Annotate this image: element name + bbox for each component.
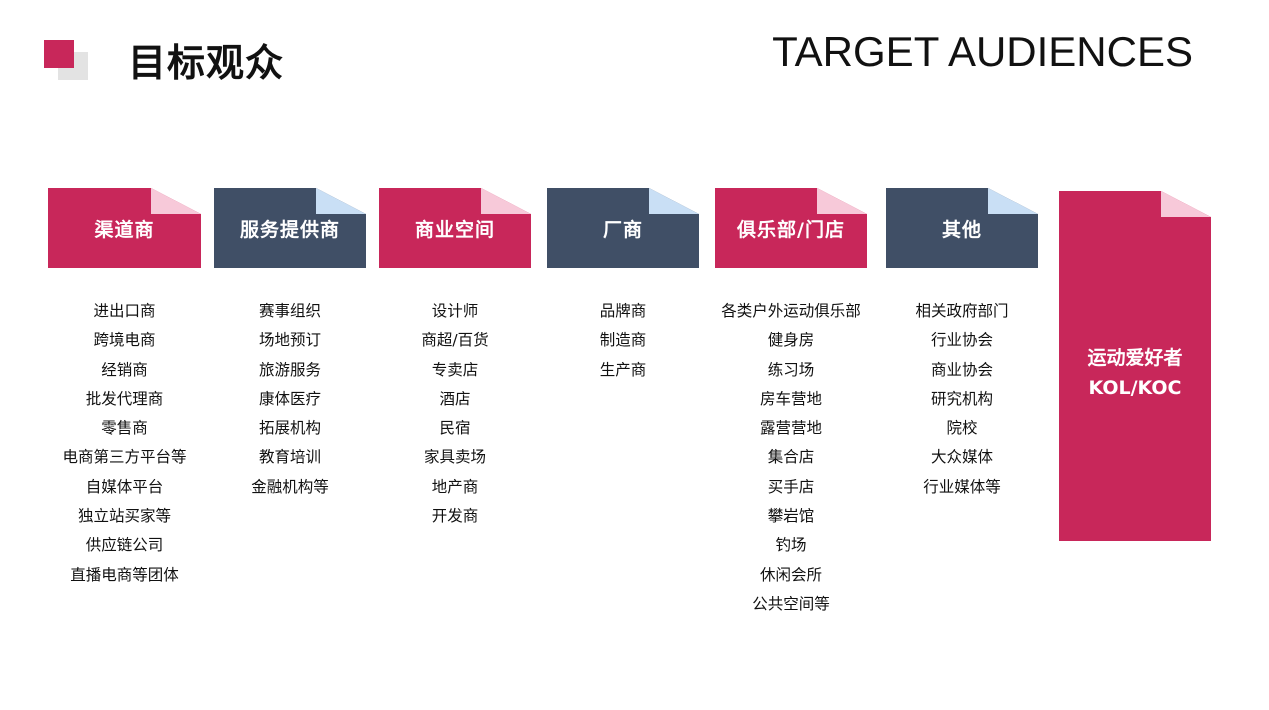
category-list: 各类户外运动俱乐部 健身房 练习场 房车营地 露营营地 集合店 买手店 攀岩馆 … [715, 297, 867, 619]
list-item: 进出口商 [93, 302, 156, 320]
category-tab-other: 其他 [886, 188, 1038, 268]
list-item: 设计师 [431, 302, 479, 320]
category-title: 俱乐部/门店 [737, 218, 845, 241]
column-commercial-space: 商业空间 设计师 商超/百货 专卖店 酒店 民宿 家具卖场 地产商 开发商 [379, 188, 531, 531]
list-item: 集合店 [767, 448, 815, 467]
category-tab-commercial-space: 商业空间 [379, 188, 531, 268]
category-list: 设计师 商超/百货 专卖店 酒店 民宿 家具卖场 地产商 开发商 [379, 297, 531, 531]
category-title: 厂商 [602, 218, 643, 241]
list-item: 行业协会 [930, 331, 993, 350]
highlight-line-2: KOL/KOC [1088, 377, 1182, 399]
category-list: 赛事组织 场地预订 旅游服务 康体医疗 拓展机构 教育培训 金融机构等 [214, 297, 366, 502]
list-item: 康体医疗 [258, 389, 321, 408]
column-club-store: 俱乐部/门店 各类户外运动俱乐部 健身房 练习场 房车营地 露营营地 集合店 买… [715, 188, 867, 619]
list-item: 行业媒体等 [923, 477, 1001, 496]
column-channel: 渠道商 进出口商 跨境电商 经销商 批发代理商 零售商 电商第三方平台等 自媒体… [48, 188, 201, 590]
list-item: 开发商 [431, 507, 479, 526]
list-item: 场地预订 [258, 331, 321, 350]
list-item: 各类户外运动俱乐部 [721, 302, 861, 320]
list-item: 品牌商 [599, 302, 647, 320]
list-item: 公共空间等 [752, 594, 830, 613]
list-item: 赛事组织 [258, 302, 321, 320]
list-item: 专卖店 [431, 360, 479, 379]
list-item: 旅游服务 [258, 360, 321, 379]
category-title: 渠道商 [94, 218, 155, 241]
list-item: 相关政府部门 [915, 302, 1009, 320]
category-tab-manufacturer: 厂商 [547, 188, 699, 268]
folded-corner-icon [316, 188, 366, 214]
list-item: 教育培训 [258, 448, 321, 467]
logo-square-pink [44, 40, 74, 68]
list-item: 酒店 [439, 389, 471, 408]
list-item: 直播电商等团体 [70, 565, 179, 584]
list-item: 地产商 [431, 477, 479, 496]
list-item: 露营营地 [759, 419, 822, 438]
category-list: 品牌商 制造商 生产商 [547, 297, 699, 385]
category-title: 服务提供商 [239, 218, 340, 241]
list-item: 练习场 [767, 360, 815, 379]
folded-corner-icon [481, 188, 531, 214]
column-service: 服务提供商 赛事组织 场地预订 旅游服务 康体医疗 拓展机构 教育培训 金融机构… [214, 188, 366, 502]
category-list: 进出口商 跨境电商 经销商 批发代理商 零售商 电商第三方平台等 自媒体平台 独… [48, 297, 201, 590]
column-manufacturer: 厂商 品牌商 制造商 生产商 [547, 188, 699, 385]
category-title: 其他 [941, 218, 982, 241]
page-title-english: TARGET AUDIENCES [772, 28, 1193, 75]
category-tab-club-store: 俱乐部/门店 [715, 188, 867, 268]
list-item: 商超/百货 [421, 331, 489, 350]
list-item: 商业协会 [930, 360, 993, 379]
list-item: 跨境电商 [93, 331, 156, 350]
category-tab-channel: 渠道商 [48, 188, 201, 268]
list-item: 批发代理商 [85, 389, 164, 408]
list-item: 健身房 [767, 331, 815, 350]
list-item: 研究机构 [930, 389, 993, 408]
highlight-card-sports-enthusiasts: 运动爱好者 KOL/KOC [1059, 191, 1211, 541]
list-item: 拓展机构 [258, 419, 321, 438]
highlight-text: 运动爱好者 KOL/KOC [1059, 343, 1211, 403]
list-item: 买手店 [767, 477, 815, 496]
list-item: 休闲会所 [759, 565, 822, 584]
page-title: 目标观众 [128, 41, 285, 85]
list-item: 供应链公司 [85, 536, 164, 555]
list-item: 大众媒体 [930, 448, 993, 467]
category-list: 相关政府部门 行业协会 商业协会 研究机构 院校 大众媒体 行业媒体等 [886, 297, 1038, 502]
list-item: 自媒体平台 [85, 477, 164, 496]
folded-corner-icon [1161, 191, 1211, 217]
list-item: 房车营地 [759, 389, 822, 408]
list-item: 钓场 [775, 536, 807, 555]
list-item: 金融机构等 [251, 477, 329, 496]
column-other: 其他 相关政府部门 行业协会 商业协会 研究机构 院校 大众媒体 行业媒体等 [886, 188, 1038, 502]
logo-mark [44, 40, 90, 80]
folded-corner-icon [817, 188, 867, 214]
list-item: 经销商 [101, 360, 148, 379]
list-item: 制造商 [599, 331, 647, 350]
list-item: 生产商 [599, 360, 647, 379]
list-item: 院校 [946, 419, 978, 438]
category-tab-service: 服务提供商 [214, 188, 366, 268]
list-item: 独立站买家等 [77, 507, 171, 526]
folded-corner-icon [649, 188, 699, 214]
list-item: 家具卖场 [423, 448, 486, 467]
list-item: 攀岩馆 [767, 507, 815, 526]
category-title: 商业空间 [414, 218, 495, 241]
list-item: 电商第三方平台等 [62, 448, 187, 467]
highlight-line-1: 运动爱好者 [1087, 347, 1183, 369]
list-item: 民宿 [439, 419, 471, 438]
folded-corner-icon [988, 188, 1038, 214]
list-item: 零售商 [101, 419, 148, 438]
folded-corner-icon [151, 188, 201, 214]
